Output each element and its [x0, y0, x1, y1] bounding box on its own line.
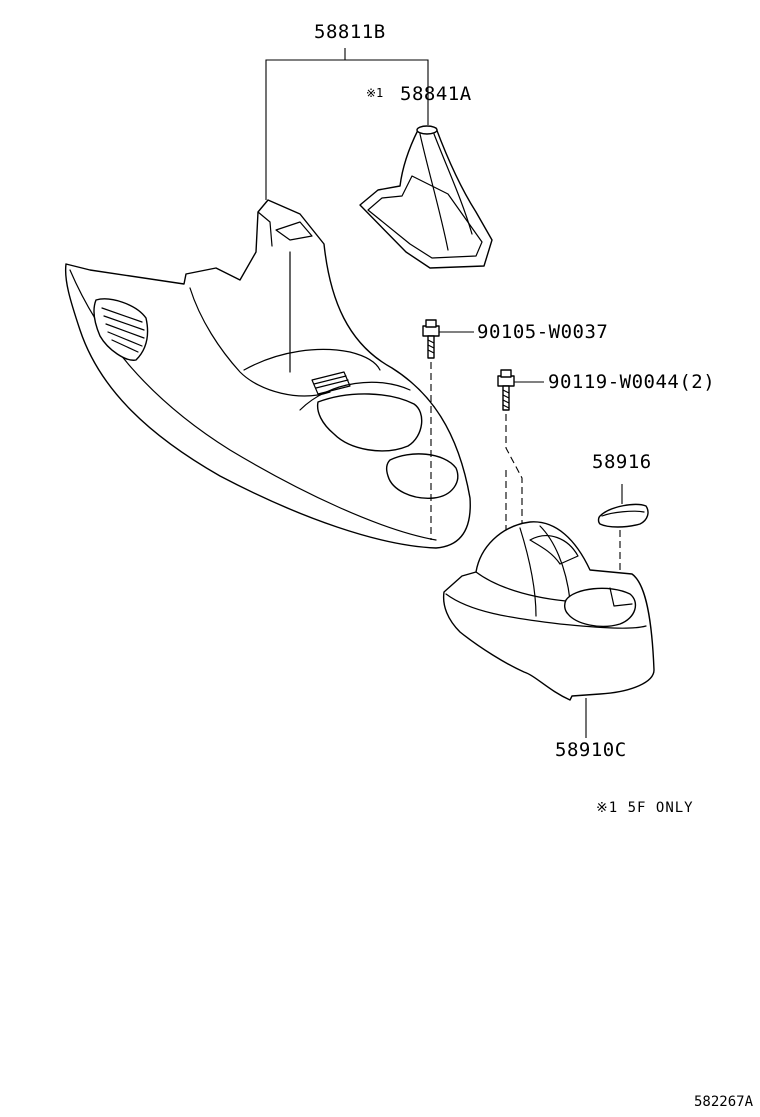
footnote-text: 5F ONLY: [627, 800, 694, 816]
screw-a-drawing: [422, 319, 474, 540]
part-label-58916: 58916: [592, 451, 652, 473]
cap-drawing: [597, 484, 649, 600]
part-label-90105-w0037: 90105-W0037: [477, 321, 609, 343]
shift-boot-drawing: [359, 125, 493, 269]
footnote-mark: ※1: [596, 800, 619, 816]
part-label-90119-w0044: 90119-W0044(2): [548, 371, 716, 393]
part-label-58811b: 58811B: [314, 21, 386, 43]
upper-console-drawing: [64, 199, 471, 549]
part-label-58910c: 58910C: [555, 739, 627, 761]
footnote: ※1 5F ONLY: [596, 801, 694, 815]
rear-console-drawing: [442, 521, 655, 738]
diagram-code: 582267A: [694, 1094, 754, 1110]
part-label-58841a: 58841A: [400, 83, 472, 105]
screw-b-drawing: [497, 369, 544, 662]
leader-58811b: [265, 48, 429, 200]
note-mark-boot: ※1: [366, 86, 384, 100]
